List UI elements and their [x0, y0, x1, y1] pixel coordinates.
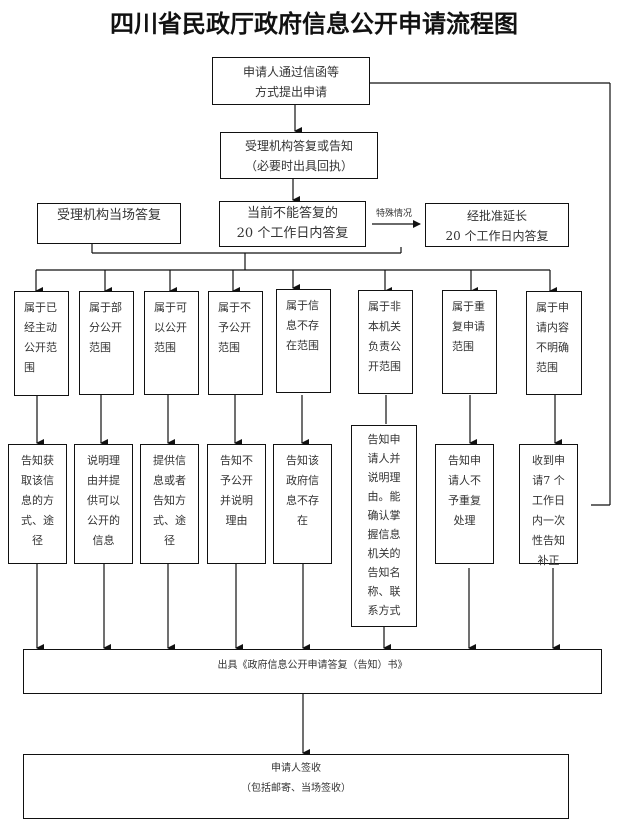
action-text: 提供信息或者告知方式、途径	[153, 454, 186, 547]
node-extend-line2: 20 个工作日内答复	[445, 229, 549, 243]
action-text: 告知申请人不予重复处理	[448, 454, 481, 527]
category-text: 属于已经主动公开范围	[24, 301, 57, 374]
action-text: 收到申请7 个工作日内一次性告知补正	[532, 454, 565, 567]
node-issue-text: 出具《政府信息公开申请答复（告知）书》	[217, 660, 408, 671]
node-within20-line2: 20 个工作日内答复	[236, 226, 349, 241]
category-box: 属于非本机关负责公开范围	[358, 290, 413, 394]
category-text: 属于重复申请范围	[452, 300, 485, 353]
category-box: 属于可以公开范围	[144, 291, 199, 395]
special-case-label: 特殊情况	[376, 209, 413, 219]
category-box: 属于申请内容不明确范围	[526, 291, 582, 395]
action-box: 告知申请人并说明理由。能确认掌握信息机关的告知名称、联系方式	[351, 425, 417, 627]
page-title: 四川省民政厅政府信息公开申请流程图	[110, 9, 518, 38]
category-text: 属于可以公开范围	[154, 301, 187, 354]
category-box: 属于重复申请范围	[442, 290, 497, 394]
node-apply-line2: 方式提出申请	[254, 85, 327, 99]
category-text: 属于非本机关负责公开范围	[368, 300, 401, 373]
action-text: 告知申请人并说明理由。能确认掌握信息机关的告知名称、联系方式	[367, 433, 401, 617]
category-box: 属于已经主动公开范围	[14, 291, 69, 396]
action-text: 说明理由并提供可以公开的信息	[87, 454, 120, 547]
node-extend: 经批准延长 20 个工作日内答复	[425, 203, 569, 247]
category-text: 属于不予公开范围	[218, 301, 251, 354]
category-box: 属于不予公开范围	[208, 291, 263, 395]
action-box: 告知该政府信息不存在	[273, 444, 332, 564]
action-text: 告知该政府信息不存在	[286, 454, 319, 527]
category-box: 属于部分公开范围	[79, 291, 134, 395]
action-box: 告知获取该信息的方式、途径	[8, 444, 67, 564]
node-extend-line1: 经批准延长	[466, 209, 527, 223]
node-accept-line1: 受理机构答复或告知	[244, 139, 353, 153]
node-accept: 受理机构答复或告知 （必要时出具回执）	[220, 132, 378, 179]
action-text: 告知不予公开并说明理由	[220, 454, 253, 527]
node-sign-line2: （包括邮寄、当场签收）	[241, 783, 351, 794]
node-onsite-line1: 受理机构当场答复	[56, 208, 161, 223]
action-box: 告知不予公开并说明理由	[207, 444, 266, 564]
node-onsite: 受理机构当场答复	[37, 203, 181, 244]
node-issue-notice: 出具《政府信息公开申请答复（告知）书》	[23, 649, 602, 694]
action-box: 收到申请7 个工作日内一次性告知补正	[519, 444, 578, 567]
node-sign: 申请人签收 （包括邮寄、当场签收）	[23, 754, 569, 819]
node-within20: 当前不能答复的 20 个工作日内答复	[219, 201, 366, 247]
action-box: 告知申请人不予重复处理	[435, 444, 494, 564]
node-within20-line1: 当前不能答复的	[246, 206, 338, 221]
category-box: 属于信息不存在范围	[276, 289, 331, 393]
action-text: 告知获取该信息的方式、途径	[21, 454, 54, 547]
node-accept-line2: （必要时出具回执）	[244, 159, 353, 173]
category-text: 属于部分公开范围	[89, 301, 122, 354]
node-sign-line1: 申请人签收	[271, 763, 321, 774]
category-text: 属于信息不存在范围	[286, 299, 319, 352]
node-apply: 申请人通过信函等 方式提出申请	[212, 57, 370, 105]
action-box: 说明理由并提供可以公开的信息	[74, 444, 133, 564]
category-text: 属于申请内容不明确范围	[536, 301, 569, 374]
node-apply-line1: 申请人通过信函等	[242, 65, 339, 79]
action-box: 提供信息或者告知方式、途径	[140, 444, 199, 564]
